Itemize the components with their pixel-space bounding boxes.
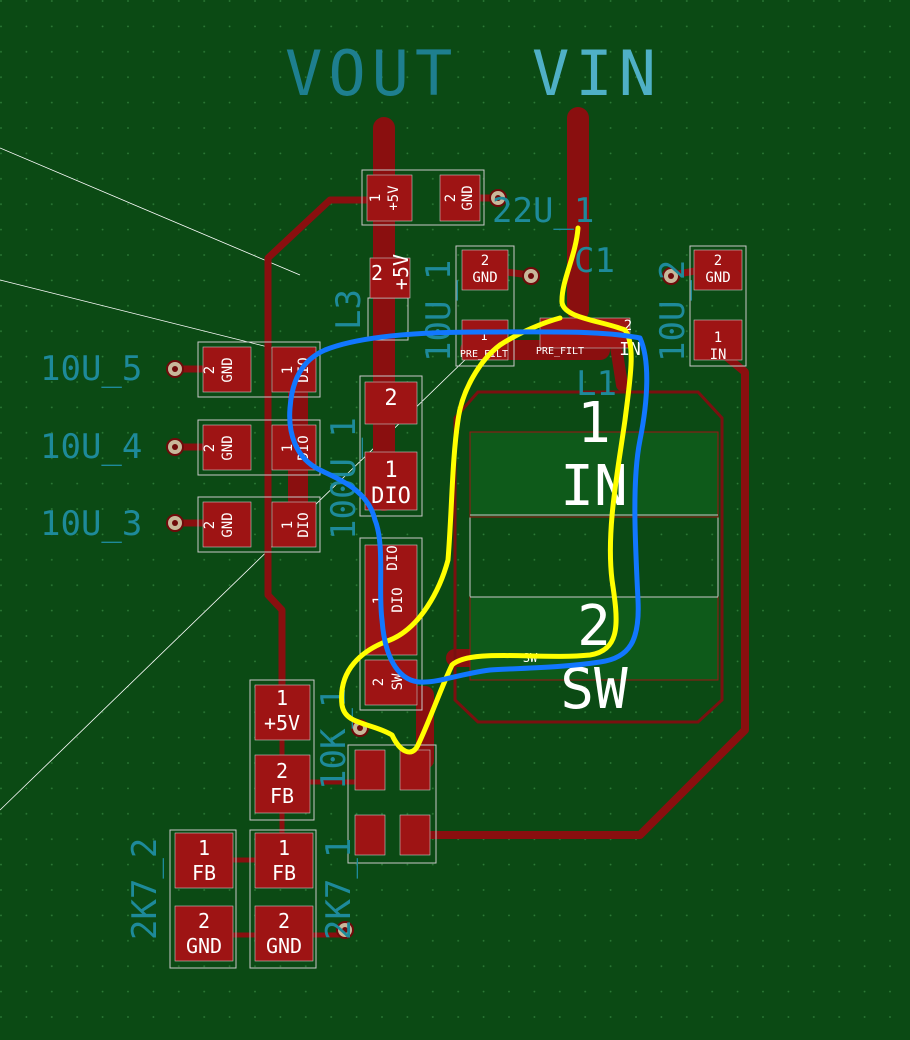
ref-l1: L1 (576, 364, 617, 404)
pad-10u1-name: GND (472, 270, 497, 286)
ref-c1: C1 (574, 241, 615, 281)
ref-10u-3: 10U_3 (40, 504, 142, 544)
pad-c1-pf-num: 1 (480, 329, 487, 343)
ref-10u-2: 10U_2 (653, 260, 693, 362)
pad-c1-in-num: 2 (624, 318, 632, 334)
pad-2k72-fb-name: FB (192, 861, 216, 885)
pad-10u2-num: 2 (714, 253, 722, 269)
vias (166, 189, 680, 939)
pad-10u2-in-name: IN (710, 347, 727, 363)
pad-10u3-dio-name: DIO (296, 512, 312, 537)
pad-l3-num: 2 (371, 261, 383, 285)
pad-10u5-dio-num: 1 (280, 366, 296, 374)
pad-10u5-gnd-name: GND (220, 357, 236, 382)
pad-10u3-dio-num: 1 (280, 521, 296, 529)
ref-designators: 22U_1 C1 L1 10U_5 10U_4 10U_3 10U_1 10U_… (40, 191, 693, 940)
pad-l3-name: +5V (389, 254, 413, 290)
pad-10u3-gnd-name: GND (220, 512, 236, 537)
ref-2k7-2: 2K7_2 (125, 838, 165, 940)
ref-10k-1: 10K_1 (314, 688, 354, 790)
pad-fb-5v-name: +5V (264, 711, 300, 735)
pad-gnd-top-name: GND (460, 185, 476, 210)
net-label-vin: VIN (532, 37, 662, 110)
pads (174, 174, 743, 962)
pad-10u4-gnd-name: GND (220, 435, 236, 460)
pad-10u5-gnd-num: 2 (202, 366, 218, 374)
pad-2k71-gnd-num: 2 (278, 909, 290, 933)
pad-10u2-in-num: 1 (714, 330, 722, 346)
blue-current-loop (287, 329, 650, 685)
pad-100u-1-num: 1 (384, 458, 397, 483)
pad-2k71-gnd-name: GND (266, 934, 302, 958)
pad-d-dio2-name: DIO (390, 587, 406, 612)
inductor-l1-body (453, 390, 724, 724)
pad-fb-5v-num: 1 (276, 686, 288, 710)
pad-100u-1-name: DIO (371, 484, 411, 509)
pad-2k72-gnd-num: 2 (198, 909, 210, 933)
silk-outlines (169, 169, 747, 969)
pad-c1-pf2: PRE_FILT (536, 346, 584, 357)
pad-l1-sw-name: SW (560, 657, 628, 722)
pad-100u-2: 2 (384, 386, 397, 411)
pad-10u4-dio-num: 1 (280, 444, 296, 452)
pad-2k72-fb-num: 1 (198, 836, 210, 860)
trace-5v-loop (264, 196, 374, 704)
pad-5v-top-num: 1 (368, 194, 384, 202)
pad-10u4-gnd-num: 2 (202, 444, 218, 452)
pad-d-sw-num: 2 (371, 678, 387, 686)
pad-d-dio1: DIO (385, 545, 401, 570)
pad-c1-pf-name: PRE_FILT (460, 349, 508, 360)
net-label-vout: VOUT (285, 37, 458, 110)
pad-2k72-gnd-name: GND (186, 934, 222, 958)
pad-5v-top-name: +5V (386, 185, 402, 211)
ref-10u-5: 10U_5 (40, 349, 142, 389)
pad-2k71-fb-num: 1 (278, 836, 290, 860)
pad-10u3-gnd-num: 2 (202, 521, 218, 529)
pad-fb-name: FB (270, 784, 294, 808)
pad-2k71-fb-name: FB (272, 861, 296, 885)
ref-10u-1: 10U_1 (419, 260, 459, 362)
pad-10u1-num: 2 (481, 253, 489, 269)
pad-10u2-name: GND (705, 270, 730, 286)
ref-l3: L3 (329, 289, 369, 330)
ref-10u-4: 10U_4 (40, 427, 142, 467)
pad-l1-in-num: 1 (577, 391, 611, 456)
pad-fb-num: 2 (276, 759, 288, 783)
ref-22u-1: 22U_1 (492, 191, 594, 231)
ref-100u-1: 100U_1 (324, 417, 364, 540)
ref-2k7-1: 2K7_1 (319, 838, 359, 940)
pad-gnd-top-num: 2 (443, 194, 459, 202)
yellow-current-loop (339, 225, 634, 755)
